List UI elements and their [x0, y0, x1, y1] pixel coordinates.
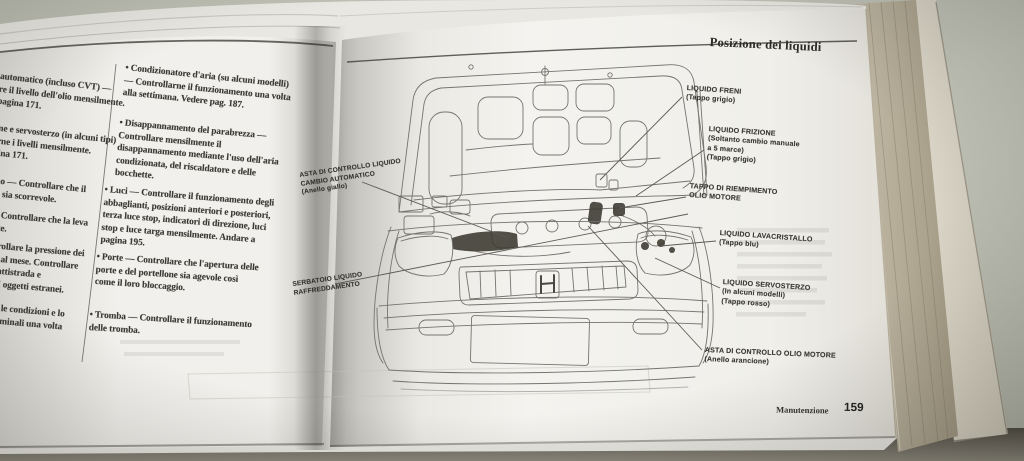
book-photo-artwork	[0, 0, 1024, 461]
photo-vignette	[0, 0, 1024, 461]
photo-open-manual: o automatico (incluso CVT) — lare il liv…	[0, 0, 1024, 461]
